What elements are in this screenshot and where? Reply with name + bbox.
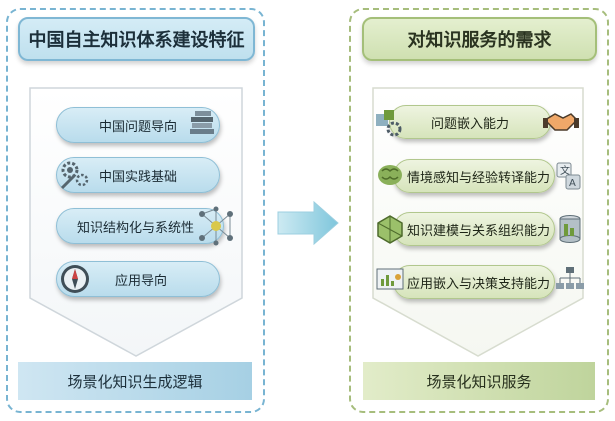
org-chart-icon bbox=[556, 267, 584, 289]
left-item-3-label: 知识结构化与系统性 bbox=[77, 220, 195, 236]
right-item-2: 情境感知与经验转译能力 bbox=[393, 159, 555, 193]
translate-icon: 文 A bbox=[556, 162, 581, 190]
left-panel-title: 中国自主知识体系建设特征 bbox=[18, 17, 255, 61]
right-item-4-label: 应用嵌入与决策支持能力 bbox=[406, 276, 550, 292]
handshake-icon bbox=[543, 113, 579, 131]
network-icon bbox=[199, 206, 233, 246]
left-item-2: 中国实践基础 bbox=[56, 157, 220, 193]
svg-text:文: 文 bbox=[560, 164, 570, 177]
left-item-2-label: 中国实践基础 bbox=[99, 169, 178, 185]
right-item-1-label: 问题嵌入能力 bbox=[430, 116, 509, 132]
gears-tools-icon bbox=[60, 161, 89, 190]
right-panel-footer: 场景化知识服务 bbox=[363, 362, 595, 400]
right-item-3-label: 知识建模与关系组织能力 bbox=[406, 223, 550, 239]
left-panel-footer: 场景化知识生成逻辑 bbox=[18, 362, 252, 400]
right-arrow-icon bbox=[277, 200, 339, 246]
database-icon bbox=[559, 215, 581, 243]
books-icon bbox=[190, 111, 214, 134]
dashboard-icon bbox=[376, 268, 404, 290]
right-item-1: 问题嵌入能力 bbox=[389, 105, 551, 139]
compass-icon bbox=[61, 265, 89, 293]
svg-text:A: A bbox=[569, 178, 576, 189]
left-panel-frame bbox=[6, 8, 265, 413]
puzzle-gear-icon bbox=[376, 110, 402, 137]
left-item-1-label: 中国问题导向 bbox=[99, 119, 178, 135]
right-panel-frame bbox=[349, 8, 609, 413]
right-item-2-label: 情境感知与经验转译能力 bbox=[406, 170, 550, 186]
left-item-3: 知识结构化与系统性 bbox=[56, 208, 224, 244]
right-item-3: 知识建模与关系组织能力 bbox=[393, 212, 555, 246]
left-item-4-label: 应用导向 bbox=[115, 273, 168, 289]
cube-icon bbox=[377, 215, 403, 244]
right-item-4: 应用嵌入与决策支持能力 bbox=[393, 265, 555, 299]
right-panel-title: 对知识服务的需求 bbox=[362, 17, 597, 61]
brain-icon bbox=[378, 165, 402, 185]
